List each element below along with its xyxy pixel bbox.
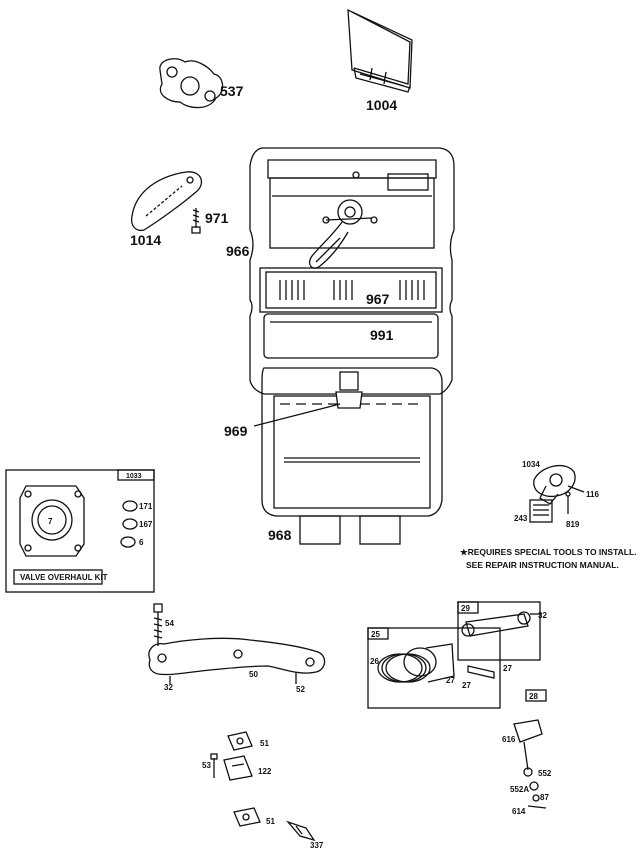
part-1004-air-filter [347,8,413,93]
note-line-2: SEE REPAIR INSTRUCTION MANUAL. [466,560,619,570]
label-968: 968 [268,527,292,543]
part-50-breather-tube [148,603,326,684]
label-966: 966 [226,243,250,259]
label-614: 614 [512,807,526,816]
part-122-cover [223,755,253,781]
part-51-gasket-upper [227,731,253,751]
label-552a: 552A [510,785,529,794]
piston-rod-kit-box [367,601,547,709]
part-1034-assembly [529,464,585,523]
part-1014-plate [130,171,203,232]
valve-overhaul-kit-title: VALVE OVERHAUL KIT [20,573,108,582]
label-29: 29 [461,604,470,613]
label-171: 171 [139,502,153,511]
part-53-screw [210,753,218,778]
label-991: 991 [370,327,394,343]
note-line-1: ★REQUIRES SPECIAL TOOLS TO INSTALL. [460,547,637,557]
part-991-precleaner [263,313,439,359]
label-50: 50 [249,670,258,679]
label-51-lower: 51 [266,817,275,826]
label-7: 7 [48,517,53,526]
part-616-crank [513,719,547,809]
label-552: 552 [538,769,552,778]
label-1004: 1004 [366,97,397,113]
label-167: 167 [139,520,153,529]
part-choke-linkage [308,199,378,269]
label-967: 967 [366,291,390,307]
part-51-gasket-lower [233,807,261,827]
label-32-rod: 32 [538,611,547,620]
label-969: 969 [224,423,248,439]
label-1014: 1014 [130,232,161,248]
label-32-left: 32 [164,683,173,692]
label-819: 819 [566,520,580,529]
label-1034: 1034 [522,460,540,469]
label-971: 971 [205,210,229,226]
part-966-housing [249,147,455,395]
label-27-a: 27 [446,676,455,685]
label-122: 122 [258,767,272,776]
label-53: 53 [202,761,211,770]
label-27-c: 27 [503,664,512,673]
label-337: 337 [310,841,324,850]
valve-overhaul-kit-box [5,469,155,593]
label-27-b: 27 [462,681,471,690]
label-25: 25 [371,630,380,639]
part-969-knob [253,371,363,427]
label-616: 616 [502,735,516,744]
part-337-spring [285,820,316,842]
label-51-upper: 51 [260,739,269,748]
label-537: 537 [220,83,244,99]
label-52: 52 [296,685,305,694]
part-971-screw [191,208,201,234]
label-6: 6 [139,538,144,547]
part-537-gasket [159,58,224,109]
label-243: 243 [514,514,528,523]
label-116: 116 [586,490,599,499]
label-28: 28 [529,692,538,701]
label-26: 26 [370,657,379,666]
part-967-filter-element [259,267,443,313]
label-1033: 1033 [126,473,142,480]
label-87: 87 [540,793,549,802]
label-54: 54 [165,619,174,628]
